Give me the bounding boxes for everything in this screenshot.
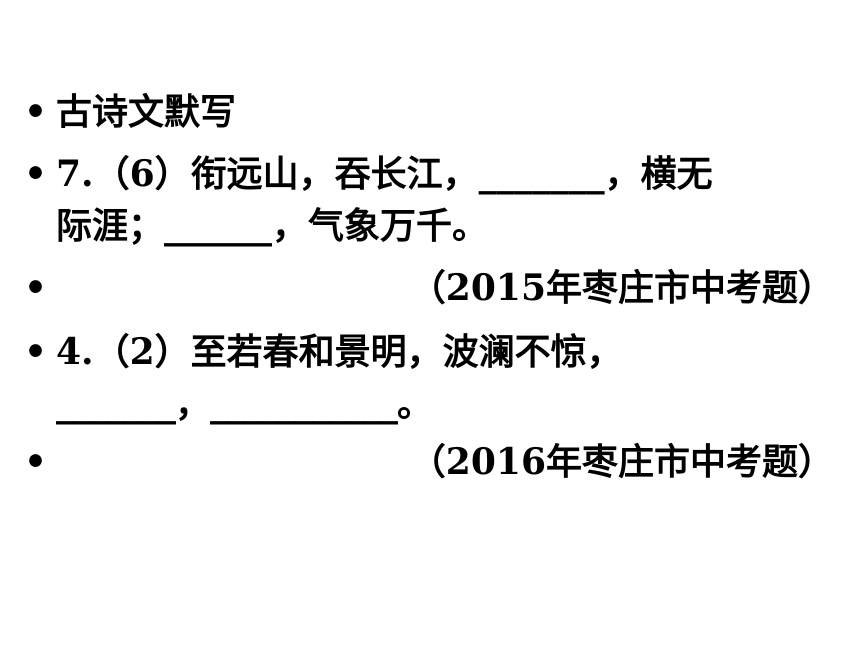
question-4-line-1: 4.（2）至若春和景明，波澜不惊， [56,331,623,373]
bullet-icon: • [24,441,48,483]
bullet-icon: • [24,331,48,373]
question-4-line-2: _______，___________。 [56,383,433,425]
source-citation-2015: （2015年枣庄市中考题） [409,267,834,309]
bullet-item-question-7: • 7.（6）衔远山，吞长江，_______，横无 际涯；______，气象万千… [24,148,834,252]
bullet-item-heading: • 古诗文默写 [24,86,834,138]
bullet-item-question-4: • 4.（2）至若春和景明，波澜不惊， _______，___________。 [24,326,834,430]
question-7-line-2: 际涯；______，气象万千。 [56,205,489,247]
bullet-icon: • [24,153,48,195]
source-citation-2016: （2016年枣庄市中考题） [409,441,834,483]
heading-text: 古诗文默写 [56,91,237,133]
question-7-line-1: 7.（6）衔远山，吞长江，_______，横无 [56,153,713,195]
bullet-icon: • [24,91,48,133]
bullet-icon: • [24,267,48,309]
